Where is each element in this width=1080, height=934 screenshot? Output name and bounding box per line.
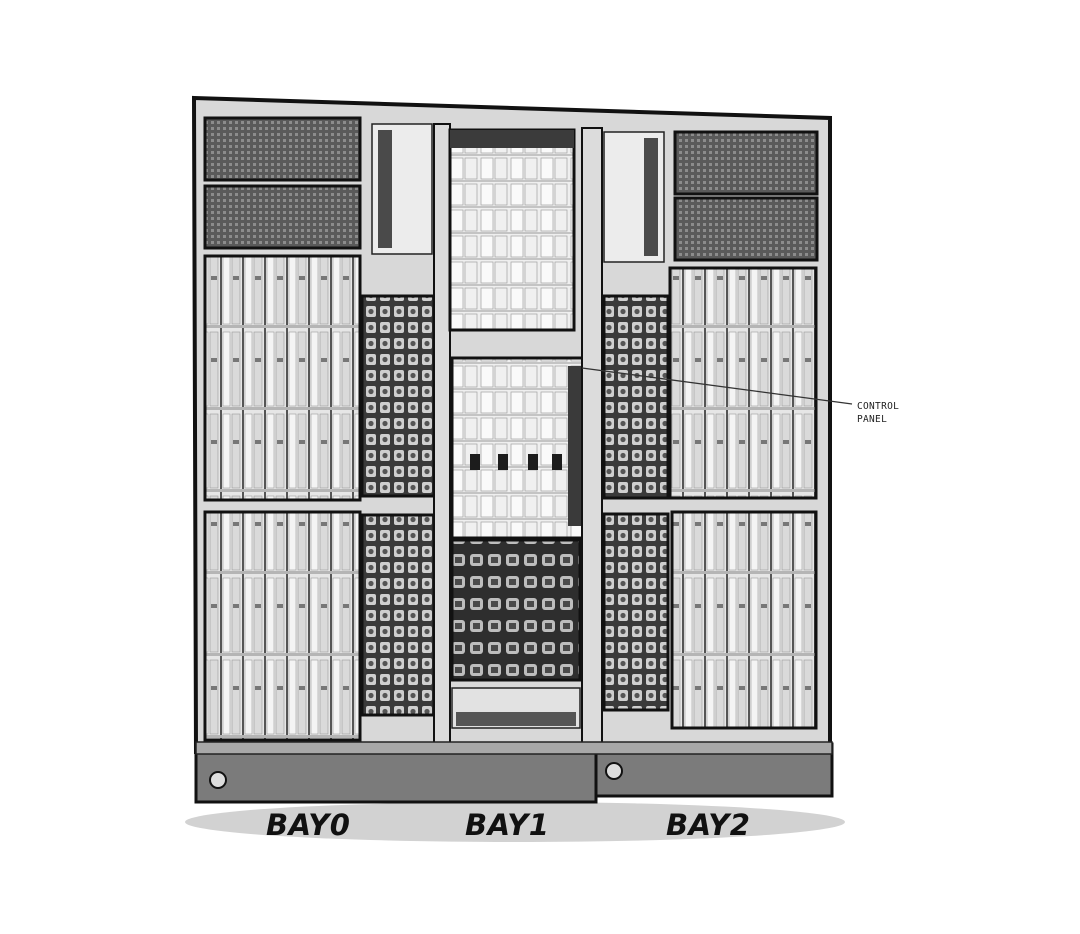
control-panel-leader-line xyxy=(581,367,853,405)
divider-post-right xyxy=(581,127,603,747)
bay0-lower-connector-column xyxy=(360,513,436,717)
callout-line-2: PANEL xyxy=(857,414,888,425)
bay1-indicator-block-d xyxy=(552,454,562,470)
floor-shadow xyxy=(185,802,845,842)
bay0-label: BAY0 xyxy=(266,808,351,842)
bay1-top-module-bank xyxy=(448,128,576,332)
bay2 xyxy=(602,130,819,730)
bay1-bottom-cable xyxy=(456,712,576,726)
bay2-fan-grille-top xyxy=(673,130,819,196)
bay1-top-strip xyxy=(450,130,574,148)
bay2-lower-card-cage xyxy=(670,510,818,730)
bay2-label: BAY2 xyxy=(666,808,751,842)
bay0-fan-grille-top xyxy=(203,116,362,182)
control-panel-callout: CONTROL PANEL xyxy=(857,400,899,426)
bay2-fan-grille-bottom xyxy=(673,196,819,262)
bay0-upper-connector-column xyxy=(360,294,436,498)
bay1-indicator-block-b xyxy=(498,454,508,470)
bay0-fan-grille-bottom xyxy=(203,184,362,250)
bay1-label: BAY1 xyxy=(465,808,550,842)
bay1-control-panel xyxy=(450,356,588,540)
bay1-control-panel-indicators xyxy=(568,366,582,526)
base-latch-right xyxy=(605,762,623,780)
base-left-segment xyxy=(194,750,598,804)
bay2-lower-connector-column xyxy=(602,512,670,712)
bay0-lower-card-cage xyxy=(203,510,362,742)
bay0-upper-card-cage xyxy=(203,254,362,502)
bay2-upper-connector-column xyxy=(602,294,670,500)
bay1-lower-connector-bank xyxy=(450,538,582,682)
bay1-indicator-block-a xyxy=(470,454,480,470)
base-top-lip xyxy=(195,741,833,755)
cabinet-base xyxy=(194,741,834,804)
bay1 xyxy=(448,128,588,729)
base-latch-left xyxy=(209,771,227,789)
bay0 xyxy=(203,116,436,742)
bay0-cable-strip xyxy=(378,130,392,248)
divider-post-left xyxy=(433,123,451,745)
bay1-indicator-block-c xyxy=(528,454,538,470)
bay2-cable-strip xyxy=(644,138,658,256)
callout-line-1: CONTROL xyxy=(857,401,900,412)
